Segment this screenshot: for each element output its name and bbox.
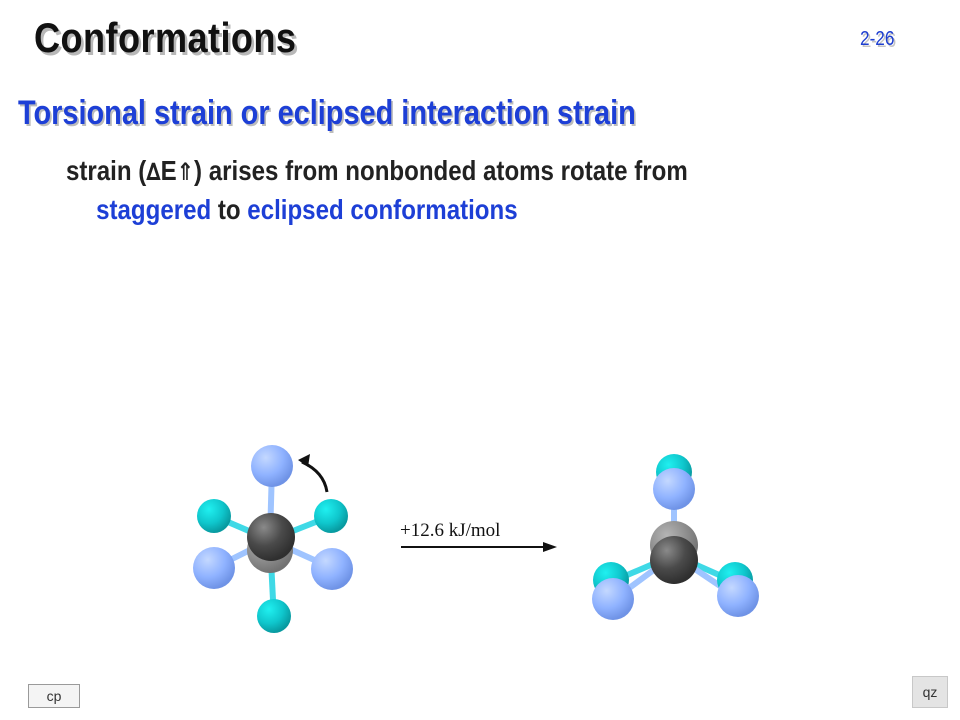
eclipsed-molecule <box>592 454 759 620</box>
back-hydrogen-atom <box>197 499 231 533</box>
delta-symbol: ∆ <box>146 158 161 186</box>
body-text-part2: ) arises from nonbonded atoms rotate fro… <box>194 155 688 186</box>
front-hydrogen-atom <box>592 578 634 620</box>
slide-title: Conformations <box>34 14 297 61</box>
staggered-molecule <box>193 445 353 633</box>
front-hydrogen-atom <box>653 468 695 510</box>
front-carbon-atom <box>650 536 698 584</box>
eclipsed-term: eclipsed conformations <box>247 194 518 225</box>
body-paragraph: strain (∆E⇑) arises from nonbonded atoms… <box>66 152 688 229</box>
front-hydrogen-atom <box>717 575 759 617</box>
body-line-2: staggered to eclipsed conformations <box>66 191 688 229</box>
energy-letter: E <box>160 155 177 186</box>
back-hydrogen-atom <box>257 599 291 633</box>
right-arrow-icon <box>401 542 557 552</box>
slide-subtitle: Torsional strain or eclipsed interaction… <box>18 94 636 132</box>
qz-button[interactable]: qz <box>912 676 948 708</box>
up-arrow-symbol: ⇑ <box>176 158 195 186</box>
slide-number: 2-26 <box>860 28 895 50</box>
back-hydrogen-atom <box>314 499 348 533</box>
energy-label: +12.6 kJ/mol <box>400 520 500 541</box>
staggered-term: staggered <box>96 194 212 225</box>
to-word: to <box>211 194 248 225</box>
curved-arrow-icon <box>298 454 329 493</box>
front-hydrogen-atom <box>193 547 235 589</box>
front-hydrogen-atom <box>311 548 353 590</box>
body-text-part1: strain ( <box>66 155 147 186</box>
front-hydrogen-atom <box>251 445 293 487</box>
front-carbon-atom <box>247 513 295 561</box>
cp-button[interactable]: cp <box>28 684 80 708</box>
